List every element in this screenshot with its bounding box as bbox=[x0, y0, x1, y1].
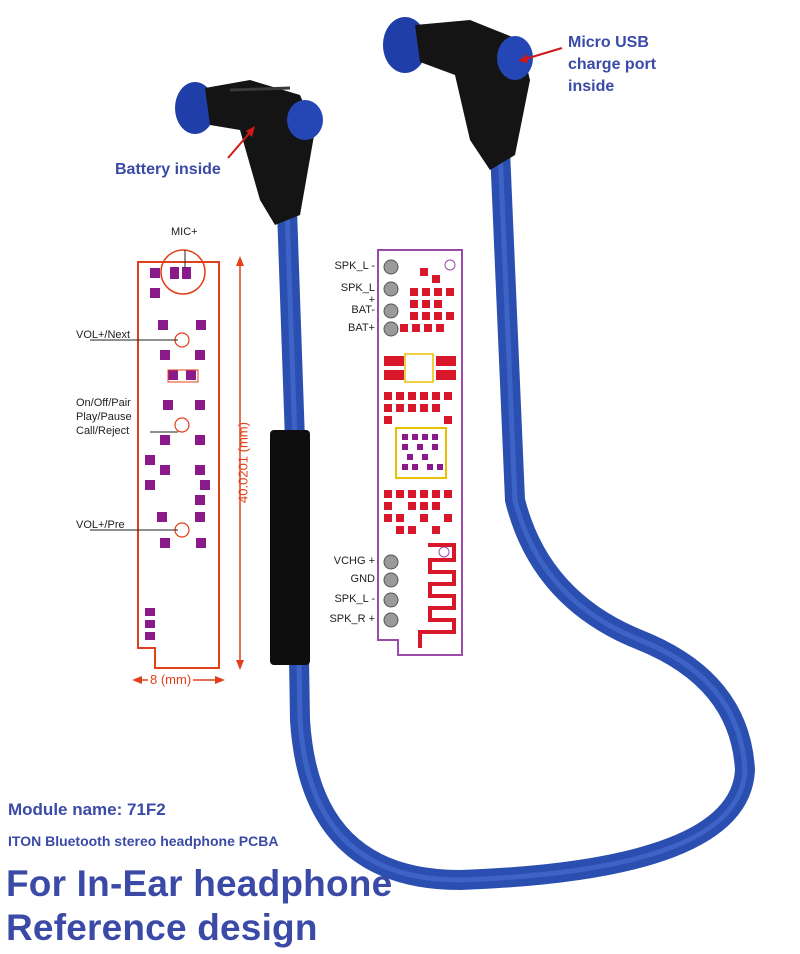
micro-usb-line1: Micro USB bbox=[568, 34, 649, 51]
micro-usb-callout: Micro USB charge port inside bbox=[568, 32, 656, 98]
pin-label-top-4: BAT+ bbox=[347, 322, 375, 334]
inline-control-box bbox=[270, 430, 310, 665]
button-label-line: Play/Pause bbox=[76, 411, 132, 423]
micro-usb-line3: inside bbox=[568, 78, 615, 95]
mic-label: MIC+ bbox=[171, 226, 198, 238]
left-earbud bbox=[175, 80, 323, 225]
height-dimension-label: 40.0201 (mm) bbox=[235, 422, 251, 503]
pin-pad bbox=[383, 592, 399, 608]
button-label-line: On/Off/Pair bbox=[76, 397, 131, 409]
pin-pad bbox=[383, 554, 399, 570]
pin-pad bbox=[383, 572, 399, 588]
button-label-line: VOL+/Pre bbox=[76, 519, 125, 531]
pin-label-top-2: SPK_L + bbox=[340, 282, 375, 306]
pin-pad bbox=[383, 281, 399, 297]
pin-label-bottom-1: VCHG + bbox=[333, 555, 375, 567]
pin-label-bottom-4: SPK_R + bbox=[329, 613, 375, 625]
pin-pad bbox=[383, 303, 399, 319]
battery-callout: Battery inside bbox=[115, 161, 221, 178]
subtitle: ITON Bluetooth stereo headphone PCBA bbox=[8, 833, 279, 849]
pin-label-top-1: SPK_L - bbox=[334, 260, 375, 272]
button-label-line: Call/Reject bbox=[76, 425, 130, 437]
button-label-line: VOL+/Next bbox=[76, 329, 131, 341]
button-label-vol-pre: VOL+/Pre bbox=[76, 518, 125, 532]
pcb-antenna bbox=[418, 543, 456, 648]
micro-usb-line2: charge port bbox=[568, 56, 657, 73]
right-earbud bbox=[383, 17, 533, 170]
button-label-vol-next: VOL+/Next bbox=[76, 328, 130, 342]
pin-pad bbox=[383, 321, 399, 337]
mic-circle bbox=[160, 249, 206, 295]
width-dimension-label: 8 (mm) bbox=[148, 672, 194, 687]
pin-label-bottom-3: SPK_L - bbox=[334, 593, 375, 605]
headline-line1: For In-Ear headphone bbox=[6, 863, 393, 904]
pin-label-top-3: BAT- bbox=[351, 304, 375, 316]
headline-line2: Reference design bbox=[6, 907, 318, 948]
pin-pad bbox=[383, 612, 399, 628]
module-name: Module name: 71F2 bbox=[8, 800, 166, 819]
left-pcb-outline bbox=[137, 261, 220, 669]
pin-label-bottom-2: GND bbox=[350, 573, 375, 585]
battery-arrow bbox=[227, 129, 253, 159]
button-label-power: On/Off/Pair Play/Pause Call/Reject bbox=[76, 396, 132, 438]
micro-usb-arrow bbox=[521, 47, 563, 61]
pin-pad bbox=[383, 259, 399, 275]
